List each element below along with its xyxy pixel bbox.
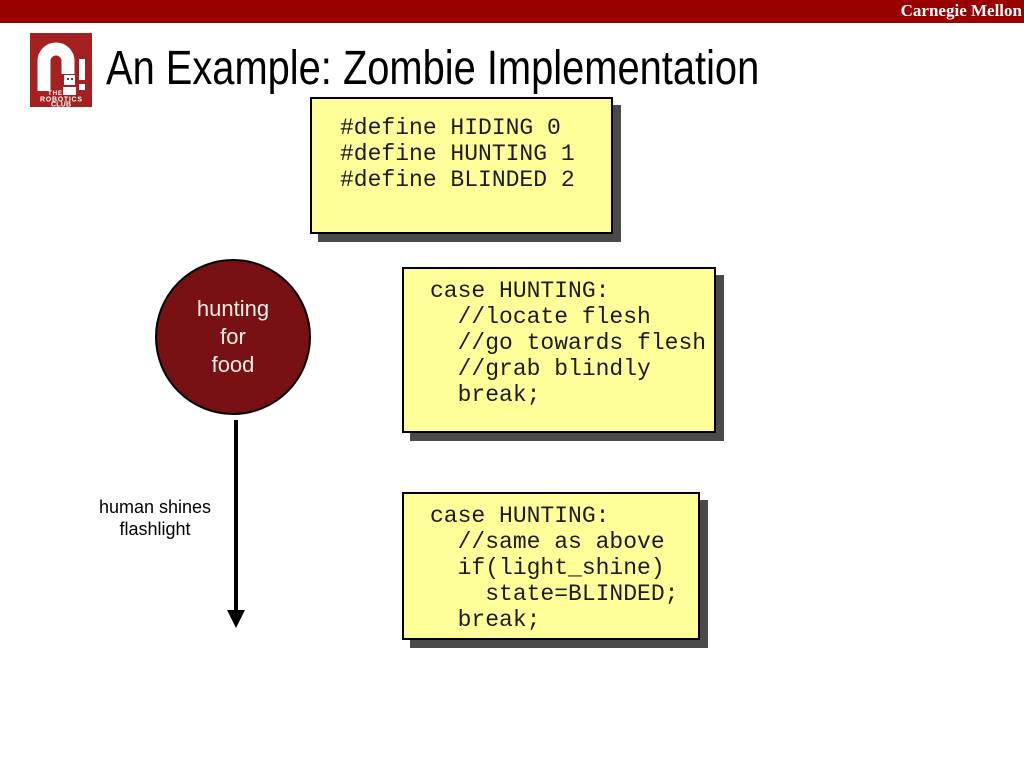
state-circle-text: hunting bbox=[196, 296, 270, 321]
code-box-case-hunting: case HUNTING: //locate flesh //go toward… bbox=[402, 267, 716, 433]
logo-robot-eye bbox=[71, 78, 73, 80]
code-line: //same as above bbox=[430, 529, 665, 555]
transition-label-line: human shines bbox=[98, 497, 212, 517]
code-line: //grab blindly bbox=[430, 356, 651, 382]
code-line: break; bbox=[430, 607, 541, 633]
code-line: if(light_shine) bbox=[430, 555, 665, 581]
transition-arrow-line bbox=[234, 420, 238, 612]
state-circle-text: food bbox=[211, 352, 255, 377]
code-line: #define HUNTING 1 bbox=[340, 141, 575, 167]
transition-arrow-head-icon bbox=[227, 610, 245, 628]
logo-robot-body bbox=[63, 87, 76, 95]
code-line: //go towards flesh bbox=[430, 330, 707, 356]
code-line: #define BLINDED 2 bbox=[340, 167, 575, 193]
top-brand-bar: Carnegie Mellon bbox=[0, 0, 1024, 23]
code-line: #define HIDING 0 bbox=[340, 115, 561, 141]
logo-robot-head bbox=[64, 75, 75, 85]
code-line: case HUNTING: bbox=[430, 503, 610, 529]
robotics-club-logo: THE ROBOTICS CLUB bbox=[30, 33, 92, 107]
logo-arch-shape bbox=[37, 42, 75, 91]
logo-robot-eye bbox=[67, 78, 69, 80]
logo-exclamation-bar bbox=[79, 59, 85, 80]
code-line: //locate flesh bbox=[430, 304, 651, 330]
code-line: state=BLINDED; bbox=[430, 581, 679, 607]
code-line: case HUNTING: bbox=[430, 278, 610, 304]
transition-label: human shines flashlight bbox=[70, 496, 240, 540]
code-line: break; bbox=[430, 382, 541, 408]
logo-text-the: THE bbox=[48, 90, 62, 97]
logo-text-club: CLUB bbox=[51, 102, 71, 108]
state-circle-hunting: hunting for food bbox=[155, 259, 311, 415]
code-box-case-hunting-blinded: case HUNTING: //same as above if(light_s… bbox=[402, 492, 700, 640]
brand-wordmark: Carnegie Mellon bbox=[900, 1, 1022, 20]
code-box-defines: #define HIDING 0 #define HUNTING 1 #defi… bbox=[310, 97, 613, 234]
logo-text-robotics: ROBOTICS bbox=[40, 97, 82, 104]
slide-title: An Example: Zombie Implementation bbox=[106, 42, 760, 95]
state-circle-text: for bbox=[220, 324, 246, 349]
transition-label-line: flashlight bbox=[119, 519, 191, 539]
logo-exclamation-dot bbox=[79, 84, 85, 90]
